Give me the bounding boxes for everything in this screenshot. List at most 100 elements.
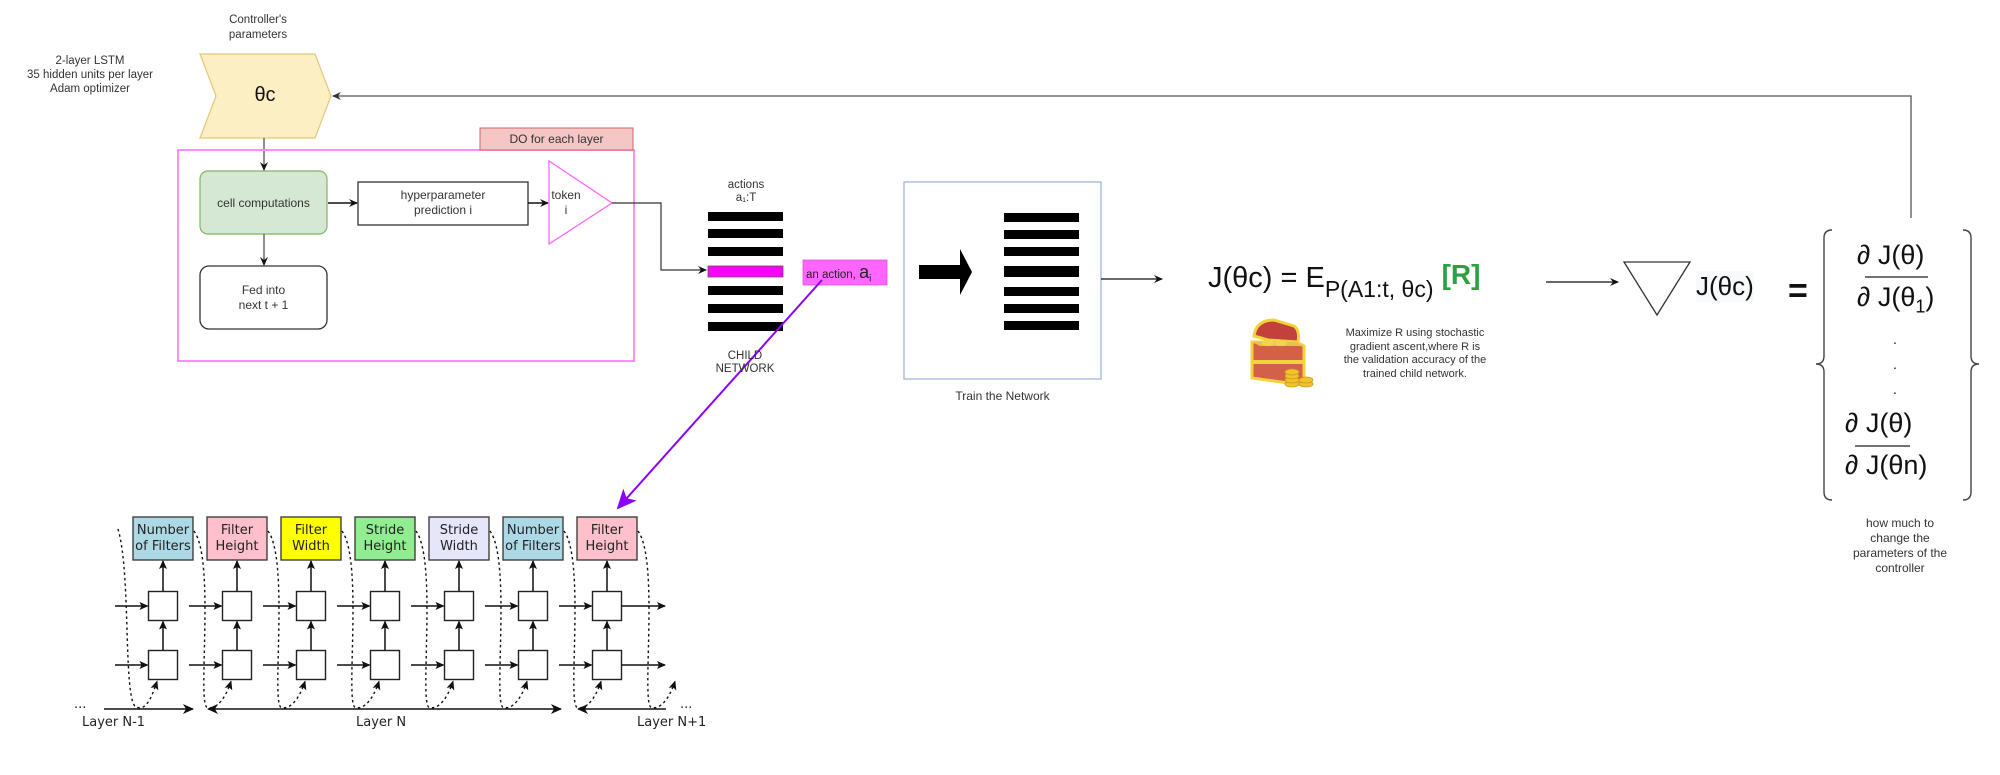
dashed-feedback-curve [341,530,381,709]
lstm-cell-lower [295,649,327,681]
action-tag-label: an action, ai [806,262,888,284]
dashed-feedback-curve [415,530,455,709]
controller-specs: 2-layer LSTM 35 hidden units per layer A… [20,54,160,96]
layer-label: Layer N [356,715,406,730]
note-line: gradient ascent,where R is [1349,340,1481,353]
selected-action-bar [707,265,784,278]
objective-subscript: P(A1:t, θc) [1324,276,1434,302]
note-line: Maximize R using stochastic [1345,327,1485,339]
dashed-feedback-curve [489,530,529,709]
bottom-denominator: ∂ J(θn) [1845,450,1928,480]
dot: . [1893,331,1897,347]
controller-title-line: parameters [228,29,288,41]
top-denominator: ∂ J(θ1) [1857,282,1934,317]
dashed-feedback-curve [117,528,159,709]
actions-line: a₁:T [735,192,757,204]
hyperparameter-output-box [206,516,268,561]
action-tag-text: an action, [806,269,856,281]
output-label-line: Stride [366,523,405,538]
note-line: controller [1875,561,1925,575]
note-line: how much to [1865,516,1935,530]
note-line: the validation accuracy of the [1343,354,1487,366]
output-label-line: Filter [221,523,254,538]
output-label-line: Height [216,539,259,554]
treasure-chest-icon [1250,318,1314,388]
layer-label: Layer N+1 [637,715,706,730]
hyperparameter-output-box [354,516,416,561]
note-line: trained child network. [1363,367,1467,380]
layer-bar [1004,304,1079,313]
layer-bar [708,229,783,238]
child-network-label: CHILD NETWORK [705,350,785,376]
nabla-icon [1622,261,1692,317]
ellipsis-dots: . . . [1890,327,1900,402]
bottom-numerator: ∂ J(θ) [1845,408,1913,438]
spec-line: 35 hidden units per layer [27,69,153,81]
right-brace [1962,229,1980,501]
layer-bar [708,212,783,221]
token-line: i [564,203,568,217]
lstm-cell-lower [221,649,253,681]
dashed-feedback-curve [193,530,233,709]
feedback-line [332,92,1912,218]
loop-label-box [479,127,634,151]
lstm-cell-lower [147,649,179,681]
token-line: token [551,188,581,202]
layer-bar [1004,321,1079,330]
train-network-label: Train the Network [955,389,1050,403]
dot: . [1893,356,1897,372]
layer-label: Layer N-1 [82,715,145,730]
output-label-line: Width [440,539,478,554]
child-label-line: CHILD [727,350,763,362]
hyperparameter-output-box [502,516,564,561]
output-label-line: Filter [591,523,624,538]
actions-label: actions a₁:T [715,179,777,205]
output-label-line: Number [137,523,190,538]
ellipsis-left: ... [74,697,86,712]
layer-bar [1004,247,1079,256]
hyperparameter-box [357,181,529,226]
hyperparameter-output-box [132,516,194,561]
gradient-note: how much to change the parameters of the… [1840,516,1960,576]
output-label-line: Height [586,539,629,554]
layer-bar [708,286,783,295]
objective-lhs: J(θc) = E [1208,262,1325,294]
output-label-line: of Filters [135,539,191,554]
lstm-cell-lower [369,649,401,681]
output-label-line: Filter [295,523,328,538]
objective-equation: J(θc) = EP(A1:t, θc) [R] [1208,259,1480,303]
action-subscript: i [869,273,872,285]
output-label-line: Number [507,523,560,538]
top-denominator-subscript: 1 [1915,296,1926,317]
dashed-feedback-curve [267,530,307,709]
ellipsis-right: ... [680,697,692,712]
actions-line: actions [727,179,765,191]
note-line: change the [1870,531,1930,545]
lstm-cell-upper [147,590,179,622]
big-arrow-icon [919,249,972,295]
lstm-cell-upper [517,590,549,622]
output-label-line: Width [292,539,330,554]
layer-bar [708,247,783,256]
child-label-line: NETWORK [715,363,775,375]
layer-bar [1004,213,1079,222]
hyperparameter-label: hyperparameter prediction i [358,188,528,218]
lstm-cell-lower [443,649,475,681]
lstm-cell-upper [369,590,401,622]
note-line: parameters of the [1852,546,1948,560]
layer-bar [1004,287,1079,296]
lstm-cell-upper [591,590,623,622]
layer-bar [708,322,783,331]
top-numerator: ∂ J(θ) [1857,240,1925,270]
token-label: token i [548,188,584,218]
lstm-cell-upper [221,590,253,622]
dashed-feedback-curve [637,530,677,709]
fed-line: Fed into [241,283,286,297]
left-brace [1815,229,1833,501]
lstm-cell-lower [591,649,623,681]
lstm-cell-lower [517,649,549,681]
spec-line: Adam optimizer [50,83,130,95]
output-label-line: of Filters [505,539,561,554]
